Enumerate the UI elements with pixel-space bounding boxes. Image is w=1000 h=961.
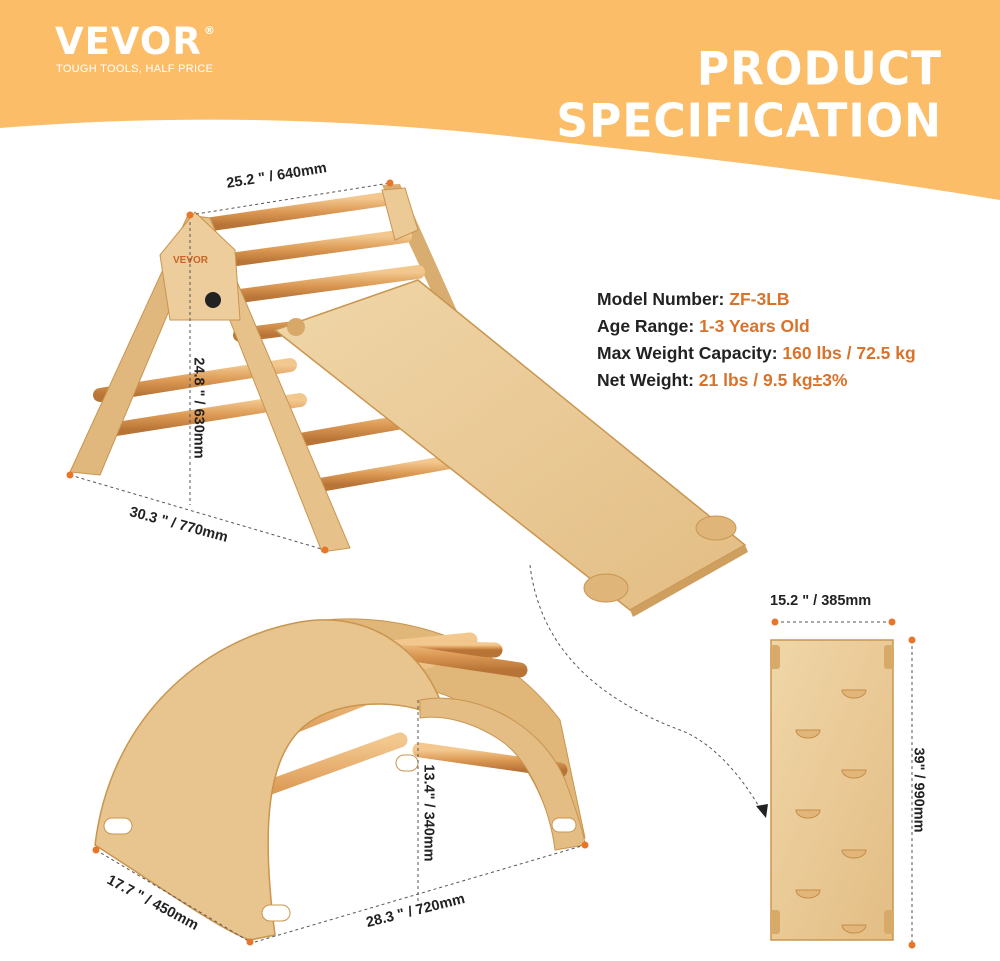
spec-weight: Net Weight: 21 lbs / 9.5 kg±3% — [597, 370, 848, 390]
spec-capacity: Max Weight Capacity: 160 lbs / 72.5 kg — [597, 343, 916, 363]
dim-triangle-height: 24.8 " / 630mm — [190, 357, 207, 459]
heading-line-1: PRODUCT — [696, 42, 942, 97]
heading-line-2: SPECIFICATION — [556, 94, 942, 149]
brand-tagline: TOUGH TOOLS, HALF PRICE — [56, 63, 214, 75]
pikler-triangle: VEVOR — [69, 184, 477, 553]
header-banner — [0, 0, 1000, 200]
slide-ramp — [273, 279, 748, 617]
registered-mark: ® — [203, 24, 216, 37]
dim-ramp-width: 15.2 " / 385mm — [770, 593, 872, 609]
spec-list: Model Number: ZF-3LB Age Range: 1-3 Year… — [597, 286, 916, 394]
dimension-endpoints — [66, 179, 916, 949]
spec-model: Model Number: ZF-3LB — [597, 289, 790, 309]
dim-ramp-length: 39" / 990mm — [910, 747, 927, 833]
arrow-head — [756, 804, 768, 818]
spec-age: Age Range: 1-3 Years Old — [597, 316, 810, 336]
dimension-lines — [69, 182, 913, 945]
climbing-arch — [94, 618, 586, 941]
dim-arch-height: 13.4" / 340mm — [420, 764, 437, 862]
product-marking: VEVOR — [173, 255, 209, 266]
brand-logo: VEVOR® — [55, 20, 216, 63]
climbing-board — [770, 639, 894, 941]
